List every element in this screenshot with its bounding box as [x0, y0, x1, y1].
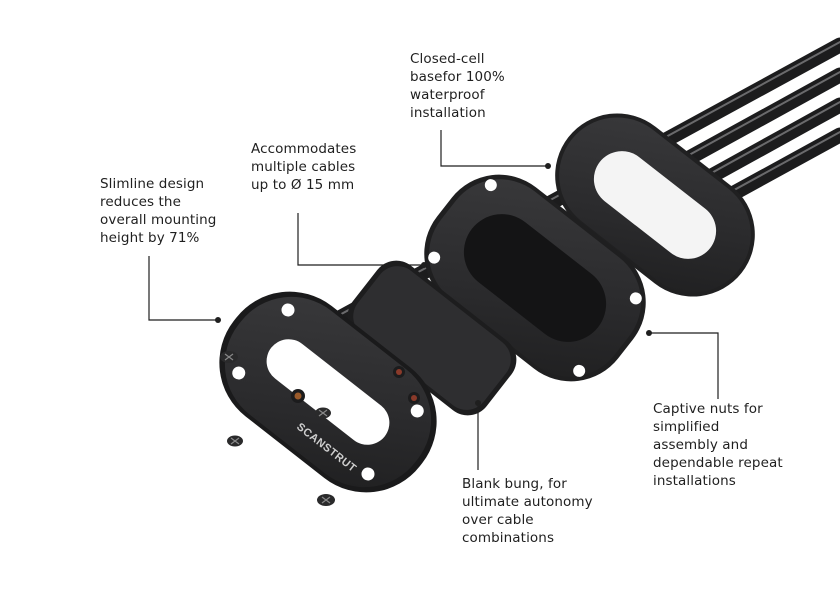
closed-cell-base [555, 113, 755, 297]
captive-nut-flange [424, 174, 646, 382]
leader-accommodates [297, 213, 424, 266]
callout-blank-bung: Blank bung, for ultimate autonomy over c… [462, 476, 593, 546]
callout-captive-nuts: Captive nuts for simplified assembly and… [653, 401, 783, 489]
captive-nut-hole [484, 179, 497, 192]
captive-nut-hole [428, 251, 441, 264]
callout-accommodates: Accommodates multiple cables up to Ø 15 … [251, 141, 357, 193]
leader-closed-cell [440, 130, 548, 167]
leader-dots [215, 163, 652, 406]
callout-closed-cell: Closed-cell basefor 100% waterproof inst… [410, 51, 505, 121]
screw-icon [227, 435, 243, 447]
callout-slimline: Slimline design reduces the overall moun… [100, 176, 217, 246]
screw-icon [220, 351, 238, 363]
screw-icon [317, 494, 335, 506]
captive-nut-hole [629, 292, 642, 305]
captive-nut-hole [573, 364, 586, 377]
screw-icon [315, 407, 331, 419]
leader-slimline [148, 256, 218, 321]
front-plate [219, 291, 437, 493]
screw-hole [410, 404, 424, 418]
screw-hole [361, 467, 375, 481]
leader-captive-nuts [649, 332, 719, 399]
screws [220, 351, 335, 506]
leader-lines [148, 130, 719, 470]
screw-hole [281, 303, 295, 317]
cable-ends [291, 366, 420, 404]
blank-bung-block [347, 260, 517, 416]
screw-hole [232, 366, 246, 380]
